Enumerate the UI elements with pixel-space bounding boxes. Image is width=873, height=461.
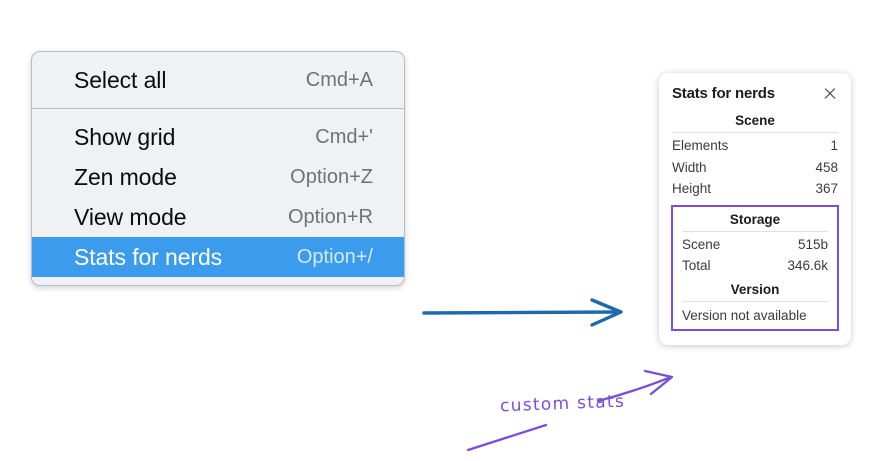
handwritten-note-custom-stats: custom stats <box>499 391 626 417</box>
menu-item-label: View mode <box>74 203 187 230</box>
stat-key: Height <box>672 181 712 197</box>
menu-item-view-mode[interactable]: View mode Option+R <box>32 197 404 237</box>
stats-group-title: Version <box>730 281 780 297</box>
stats-group-title: Storage <box>729 211 781 227</box>
stat-key: Total <box>682 258 711 274</box>
menu-item-shortcut: Option+R <box>287 205 373 228</box>
menu-item-show-grid[interactable]: Show grid Cmd+' <box>32 117 404 157</box>
menu-item-shortcut: Option+/ <box>296 245 373 268</box>
stats-group-title: Scene <box>735 113 775 128</box>
stats-panel-header: Stats for nerds <box>659 73 851 108</box>
version-value: Version not available <box>682 307 807 323</box>
stat-value: 346.6k <box>787 258 828 274</box>
stats-group-storage: Storage Scene 515b Total 346.6k <box>682 207 828 277</box>
menu-section-selection: Select all Cmd+A <box>32 52 404 108</box>
stat-key: Elements <box>672 138 729 153</box>
stats-group-rule <box>672 132 838 133</box>
stat-value: 515b <box>797 236 828 252</box>
menu-item-shortcut: Option+Z <box>290 165 373 188</box>
stat-key: Width <box>672 159 707 175</box>
table-row: Total 346.6k <box>682 255 828 277</box>
purple-note-underline-stroke <box>466 423 548 452</box>
stats-group-rule <box>682 300 828 302</box>
stat-value: 367 <box>815 181 838 197</box>
table-row: Width 458 <box>672 157 838 179</box>
stat-value: 458 <box>815 159 838 175</box>
stats-panel-body: Scene Elements 1 Width 458 Height 367 St… <box>659 108 851 345</box>
stats-group-rule <box>682 230 828 232</box>
menu-separator <box>32 108 404 109</box>
menu-item-label: Zen mode <box>74 163 177 190</box>
menu-item-select-all[interactable]: Select all Cmd+A <box>32 60 404 100</box>
custom-stats-highlight-box: Storage Scene 515b Total 346.6k Version … <box>671 204 839 331</box>
stat-value: 1 <box>830 138 838 153</box>
menu-section-view: Show grid Cmd+' Zen mode Option+Z View m… <box>32 109 404 285</box>
table-row: Height 367 <box>672 178 838 200</box>
blue-arrow-menu-to-panel <box>422 298 623 327</box>
table-row: Scene 515b <box>682 234 828 256</box>
menu-item-label: Show grid <box>74 123 176 150</box>
table-row: Elements 1 <box>672 135 838 157</box>
stats-panel-title: Stats for nerds <box>672 85 775 102</box>
close-icon[interactable] <box>822 86 838 102</box>
stats-for-nerds-panel: Stats for nerds Scene Elements 1 Width 4… <box>659 73 851 345</box>
menu-item-stats-for-nerds[interactable]: Stats for nerds Option+/ <box>32 237 404 277</box>
menu-item-shortcut: Cmd+' <box>315 125 373 148</box>
menu-item-label: Select all <box>74 66 167 93</box>
menu-item-shortcut: Cmd+A <box>305 68 373 91</box>
stats-group-version: Version Version not available <box>682 277 828 325</box>
menu-item-zen-mode[interactable]: Zen mode Option+Z <box>32 157 404 197</box>
menu-item-label: Stats for nerds <box>74 243 223 270</box>
canvas-context-menu[interactable]: Select all Cmd+A Show grid Cmd+' Zen mod… <box>31 51 405 286</box>
stats-group-scene: Scene Elements 1 Width 458 Height 367 <box>672 108 838 200</box>
stat-key: Scene <box>682 236 721 252</box>
